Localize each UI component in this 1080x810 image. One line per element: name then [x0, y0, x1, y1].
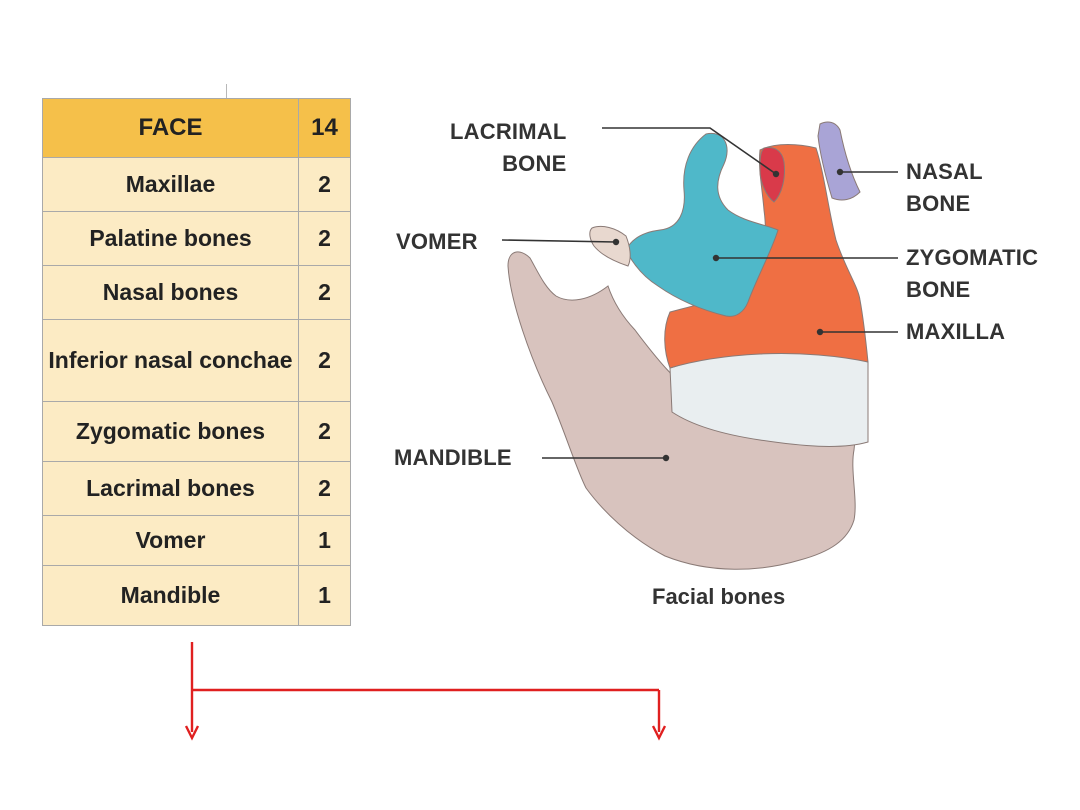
- table-row: Mandible 1: [42, 565, 351, 626]
- bone-name: Maxillae: [42, 157, 299, 212]
- table-row: Nasal bones 2: [42, 265, 351, 320]
- table-row: Zygomatic bones 2: [42, 401, 351, 462]
- bone-count: 2: [298, 401, 351, 462]
- dot-nasal: [836, 168, 844, 176]
- table-header-row: FACE 14: [42, 98, 351, 158]
- vomer-bone: [589, 225, 631, 267]
- table-row: Inferior nasal conchae 2: [42, 319, 351, 402]
- bone-count: 2: [298, 461, 351, 516]
- label-vomer: VOMER: [396, 229, 478, 254]
- nasal-bone: [817, 121, 861, 201]
- table-row: Maxillae 2: [42, 157, 351, 212]
- label-maxilla: MAXILLA: [906, 319, 1006, 344]
- table-row: Palatine bones 2: [42, 211, 351, 266]
- skull-illustration: [501, 121, 898, 570]
- facial-bones-diagram: LACRIMAL BONE VOMER MANDIBLE NASAL BONE …: [380, 90, 1080, 650]
- label-nasal-bone: NASAL BONE: [906, 156, 983, 220]
- label-text: LACRIMAL: [450, 119, 567, 144]
- bone-count: 2: [298, 157, 351, 212]
- table-row: Lacrimal bones 2: [42, 461, 351, 516]
- diagram-caption: Facial bones: [652, 584, 786, 609]
- label-text: BONE: [906, 190, 971, 216]
- divider-tick: [226, 84, 227, 98]
- label-text: ZYGOMATIC: [906, 245, 1039, 270]
- dot-maxilla: [816, 328, 824, 336]
- label-text: BONE: [502, 150, 567, 176]
- label-lacrimal-bone: LACRIMAL BONE: [450, 116, 566, 180]
- bone-name: Nasal bones: [42, 265, 299, 320]
- dot-zygomatic: [712, 254, 720, 262]
- label-text: BONE: [906, 276, 971, 302]
- zygomatic-bone: [625, 132, 779, 317]
- label-zygomatic-bone: ZYGOMATIC BONE: [906, 242, 1038, 306]
- label-text: NASAL: [906, 159, 983, 184]
- leader-vomer: [501, 239, 617, 243]
- bone-name: Zygomatic bones: [42, 401, 299, 462]
- bone-name: Lacrimal bones: [42, 461, 299, 516]
- header-face: FACE: [42, 98, 299, 158]
- leader-lines: [501, 127, 898, 459]
- lacrimal-bone: [759, 147, 785, 203]
- arrow-right-head: [651, 725, 667, 741]
- bone-name: Inferior nasal conchae: [42, 319, 299, 402]
- bone-count: 1: [298, 565, 351, 626]
- bone-count: 2: [298, 265, 351, 320]
- dot-mandible: [662, 454, 670, 462]
- bone-name: Mandible: [42, 565, 299, 626]
- label-mandible: MANDIBLE: [394, 445, 512, 470]
- dot-vomer: [612, 238, 620, 246]
- bone-name: Palatine bones: [42, 211, 299, 266]
- bone-count: 2: [298, 211, 351, 266]
- arrow-left-head: [184, 725, 200, 741]
- header-total: 14: [298, 98, 351, 158]
- facial-bones-table: FACE 14 Maxillae 2 Palatine bones 2 Nasa…: [42, 98, 351, 626]
- bone-count: 2: [298, 319, 351, 402]
- bone-count: 1: [298, 515, 351, 566]
- dot-lacrimal: [772, 170, 780, 178]
- leader-lacrimal: [602, 127, 777, 175]
- leader-dots: [612, 168, 844, 462]
